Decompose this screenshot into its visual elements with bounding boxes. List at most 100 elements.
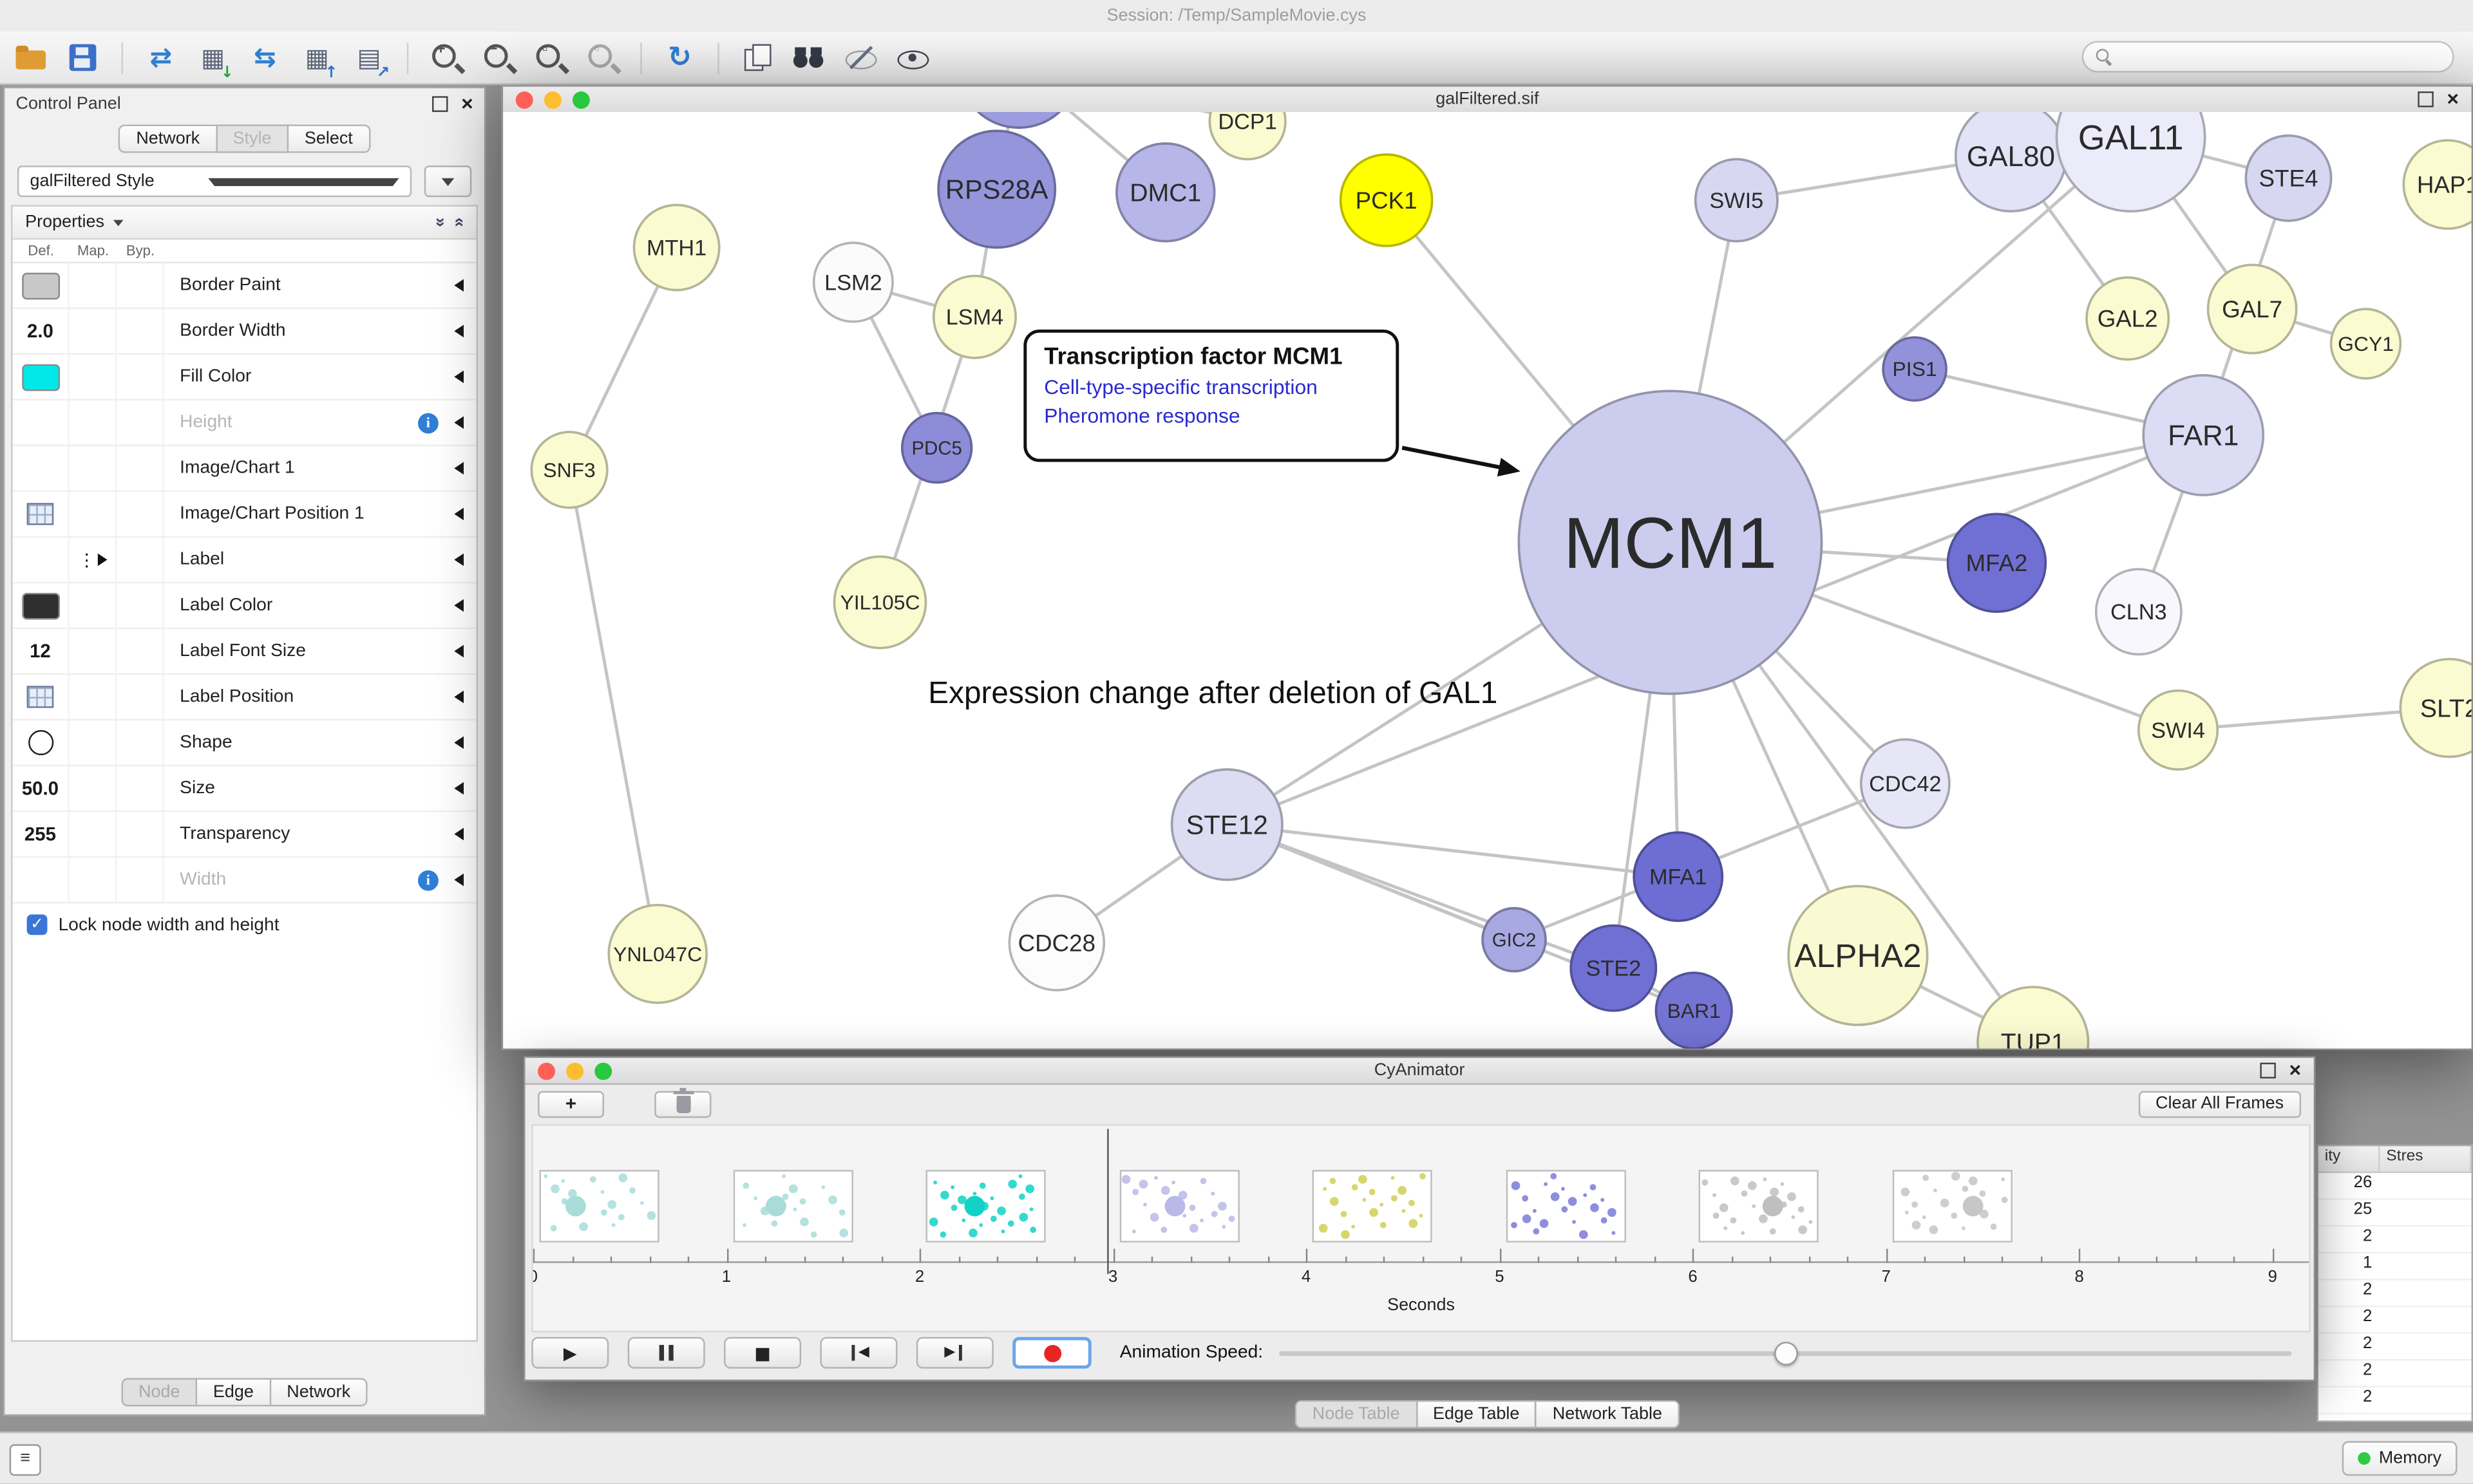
zoom-out-button[interactable]: − xyxy=(479,39,517,77)
property-row-fill-color[interactable]: Fill Color xyxy=(12,355,477,401)
table-row[interactable]: 2 xyxy=(2318,1387,2472,1414)
expand-row-icon[interactable] xyxy=(454,462,464,475)
expand-row-icon[interactable] xyxy=(454,644,464,658)
cyanimator-titlebar[interactable]: CyAnimator × xyxy=(525,1058,2314,1085)
expand-row-icon[interactable] xyxy=(454,279,464,292)
expand-row-icon[interactable] xyxy=(454,370,464,384)
panel-tab-edge[interactable]: Edge xyxy=(197,1378,271,1407)
annotation-link-2[interactable]: Pheromone response xyxy=(1044,403,1240,427)
maximize-window-icon[interactable] xyxy=(572,90,590,108)
float-window-icon[interactable] xyxy=(2260,1062,2277,1079)
property-row-label-position[interactable]: Label Position xyxy=(12,675,477,721)
collapse-all-icon[interactable]: » xyxy=(449,217,469,227)
table-row[interactable]: 1 xyxy=(2318,1254,2472,1281)
expand-all-icon[interactable]: » xyxy=(430,217,450,227)
tab-edge-table[interactable]: Edge Table xyxy=(1417,1400,1537,1429)
minimize-window-icon[interactable] xyxy=(544,90,562,108)
style-options-button[interactable] xyxy=(424,165,472,198)
tab-node-table[interactable]: Node Table xyxy=(1294,1400,1417,1429)
clear-all-frames-button[interactable]: Clear All Frames xyxy=(2138,1090,2302,1118)
close-view-icon[interactable]: × xyxy=(2447,86,2459,111)
search-box[interactable] xyxy=(2081,41,2454,73)
style-select[interactable]: galFiltered Style xyxy=(17,165,412,198)
property-row-label[interactable]: ⋮Label xyxy=(12,538,477,584)
frame-0[interactable] xyxy=(539,1170,659,1243)
export-network-button[interactable]: ⇆ xyxy=(253,41,276,73)
hide-selected-button[interactable] xyxy=(842,39,880,77)
expand-row-icon[interactable] xyxy=(454,736,464,749)
property-row-image-chart-position-1[interactable]: Image/Chart Position 1 xyxy=(12,492,477,538)
table-row[interactable]: 25 xyxy=(2318,1200,2472,1227)
timeline[interactable]: 0123456789 Seconds xyxy=(531,1124,2311,1333)
column-stress[interactable]: Stres xyxy=(2380,1146,2472,1172)
search-input[interactable] xyxy=(2121,46,2440,68)
float-panel-icon[interactable] xyxy=(433,96,449,112)
expand-row-icon[interactable] xyxy=(454,690,464,704)
menu-icon[interactable]: ≡ xyxy=(9,1444,41,1476)
refresh-button[interactable]: ↻ xyxy=(668,40,692,73)
expand-row-icon[interactable] xyxy=(454,827,464,841)
table-row[interactable]: 2 xyxy=(2318,1307,2472,1334)
export-table-button[interactable]: ▦↑ xyxy=(305,41,338,82)
panel-tab-network[interactable]: Network xyxy=(270,1378,368,1407)
previous-frame-button[interactable]: ◀ xyxy=(820,1337,898,1369)
stop-button[interactable]: ■ xyxy=(724,1337,802,1369)
expand-row-icon[interactable] xyxy=(454,324,464,338)
playhead[interactable] xyxy=(1107,1129,1109,1274)
float-window-icon[interactable] xyxy=(2418,91,2434,108)
close-view-icon[interactable]: × xyxy=(2289,1058,2302,1082)
slider-thumb[interactable] xyxy=(1775,1342,1799,1366)
column-centrality[interactable]: ity xyxy=(2318,1146,2380,1172)
delete-frame-button[interactable] xyxy=(654,1087,712,1118)
add-frame-button[interactable]: + xyxy=(538,1090,604,1118)
copy-button[interactable] xyxy=(738,39,776,77)
frame-4[interactable] xyxy=(1312,1170,1433,1243)
maximize-window-icon[interactable] xyxy=(594,1062,612,1080)
table-row[interactable]: 26 xyxy=(2318,1173,2472,1200)
tab-style[interactable]: Style xyxy=(217,124,289,153)
collapse-controls[interactable]: » » xyxy=(430,213,468,232)
expand-row-icon[interactable] xyxy=(454,416,464,429)
export-image-button[interactable]: ▤↗ xyxy=(357,41,390,82)
panel-tab-node[interactable]: Node xyxy=(121,1378,198,1407)
close-window-icon[interactable] xyxy=(515,90,533,108)
frame-1[interactable] xyxy=(732,1170,853,1243)
properties-header[interactable]: Properties » » xyxy=(12,206,477,240)
import-table-button[interactable]: ▦↓ xyxy=(201,41,234,82)
expand-row-icon[interactable] xyxy=(454,553,464,567)
annotation-link-1[interactable]: Cell-type-specific transcription xyxy=(1044,375,1318,399)
minimize-window-icon[interactable] xyxy=(566,1062,584,1080)
property-row-border-paint[interactable]: Border Paint xyxy=(12,263,477,310)
property-row-label-color[interactable]: Label Color xyxy=(12,583,477,630)
zoom-selected-button[interactable]: ◦ xyxy=(583,39,621,77)
frame-6[interactable] xyxy=(1699,1170,1819,1243)
table-row[interactable]: 2 xyxy=(2318,1360,2472,1388)
open-session-button[interactable] xyxy=(13,39,51,77)
table-row[interactable]: 2 xyxy=(2318,1281,2472,1308)
annotation-box[interactable]: Transcription factor MCM1 Cell-type-spec… xyxy=(1023,329,1399,462)
play-button[interactable]: ▶ xyxy=(531,1337,609,1369)
record-button[interactable] xyxy=(1012,1337,1092,1369)
frame-7[interactable] xyxy=(1892,1170,2013,1243)
frame-3[interactable] xyxy=(1119,1170,1240,1243)
memory-button[interactable]: Memory xyxy=(2342,1441,2458,1476)
show-all-button[interactable] xyxy=(895,39,933,77)
expand-row-icon[interactable] xyxy=(454,599,464,612)
import-network-button[interactable]: ⇄ xyxy=(149,41,173,73)
expand-row-icon[interactable] xyxy=(454,873,464,887)
animation-speed-slider[interactable] xyxy=(1278,1337,2292,1369)
property-row-image-chart-1[interactable]: Image/Chart 1 xyxy=(12,446,477,493)
tab-network[interactable]: Network xyxy=(118,124,218,153)
zoom-fit-button[interactable]: ▫ xyxy=(531,39,569,77)
expand-row-icon[interactable] xyxy=(454,507,464,521)
frame-5[interactable] xyxy=(1506,1170,1626,1243)
find-button[interactable] xyxy=(790,39,828,77)
tab-network-table[interactable]: Network Table xyxy=(1537,1400,1680,1429)
close-panel-icon[interactable]: × xyxy=(461,91,473,115)
